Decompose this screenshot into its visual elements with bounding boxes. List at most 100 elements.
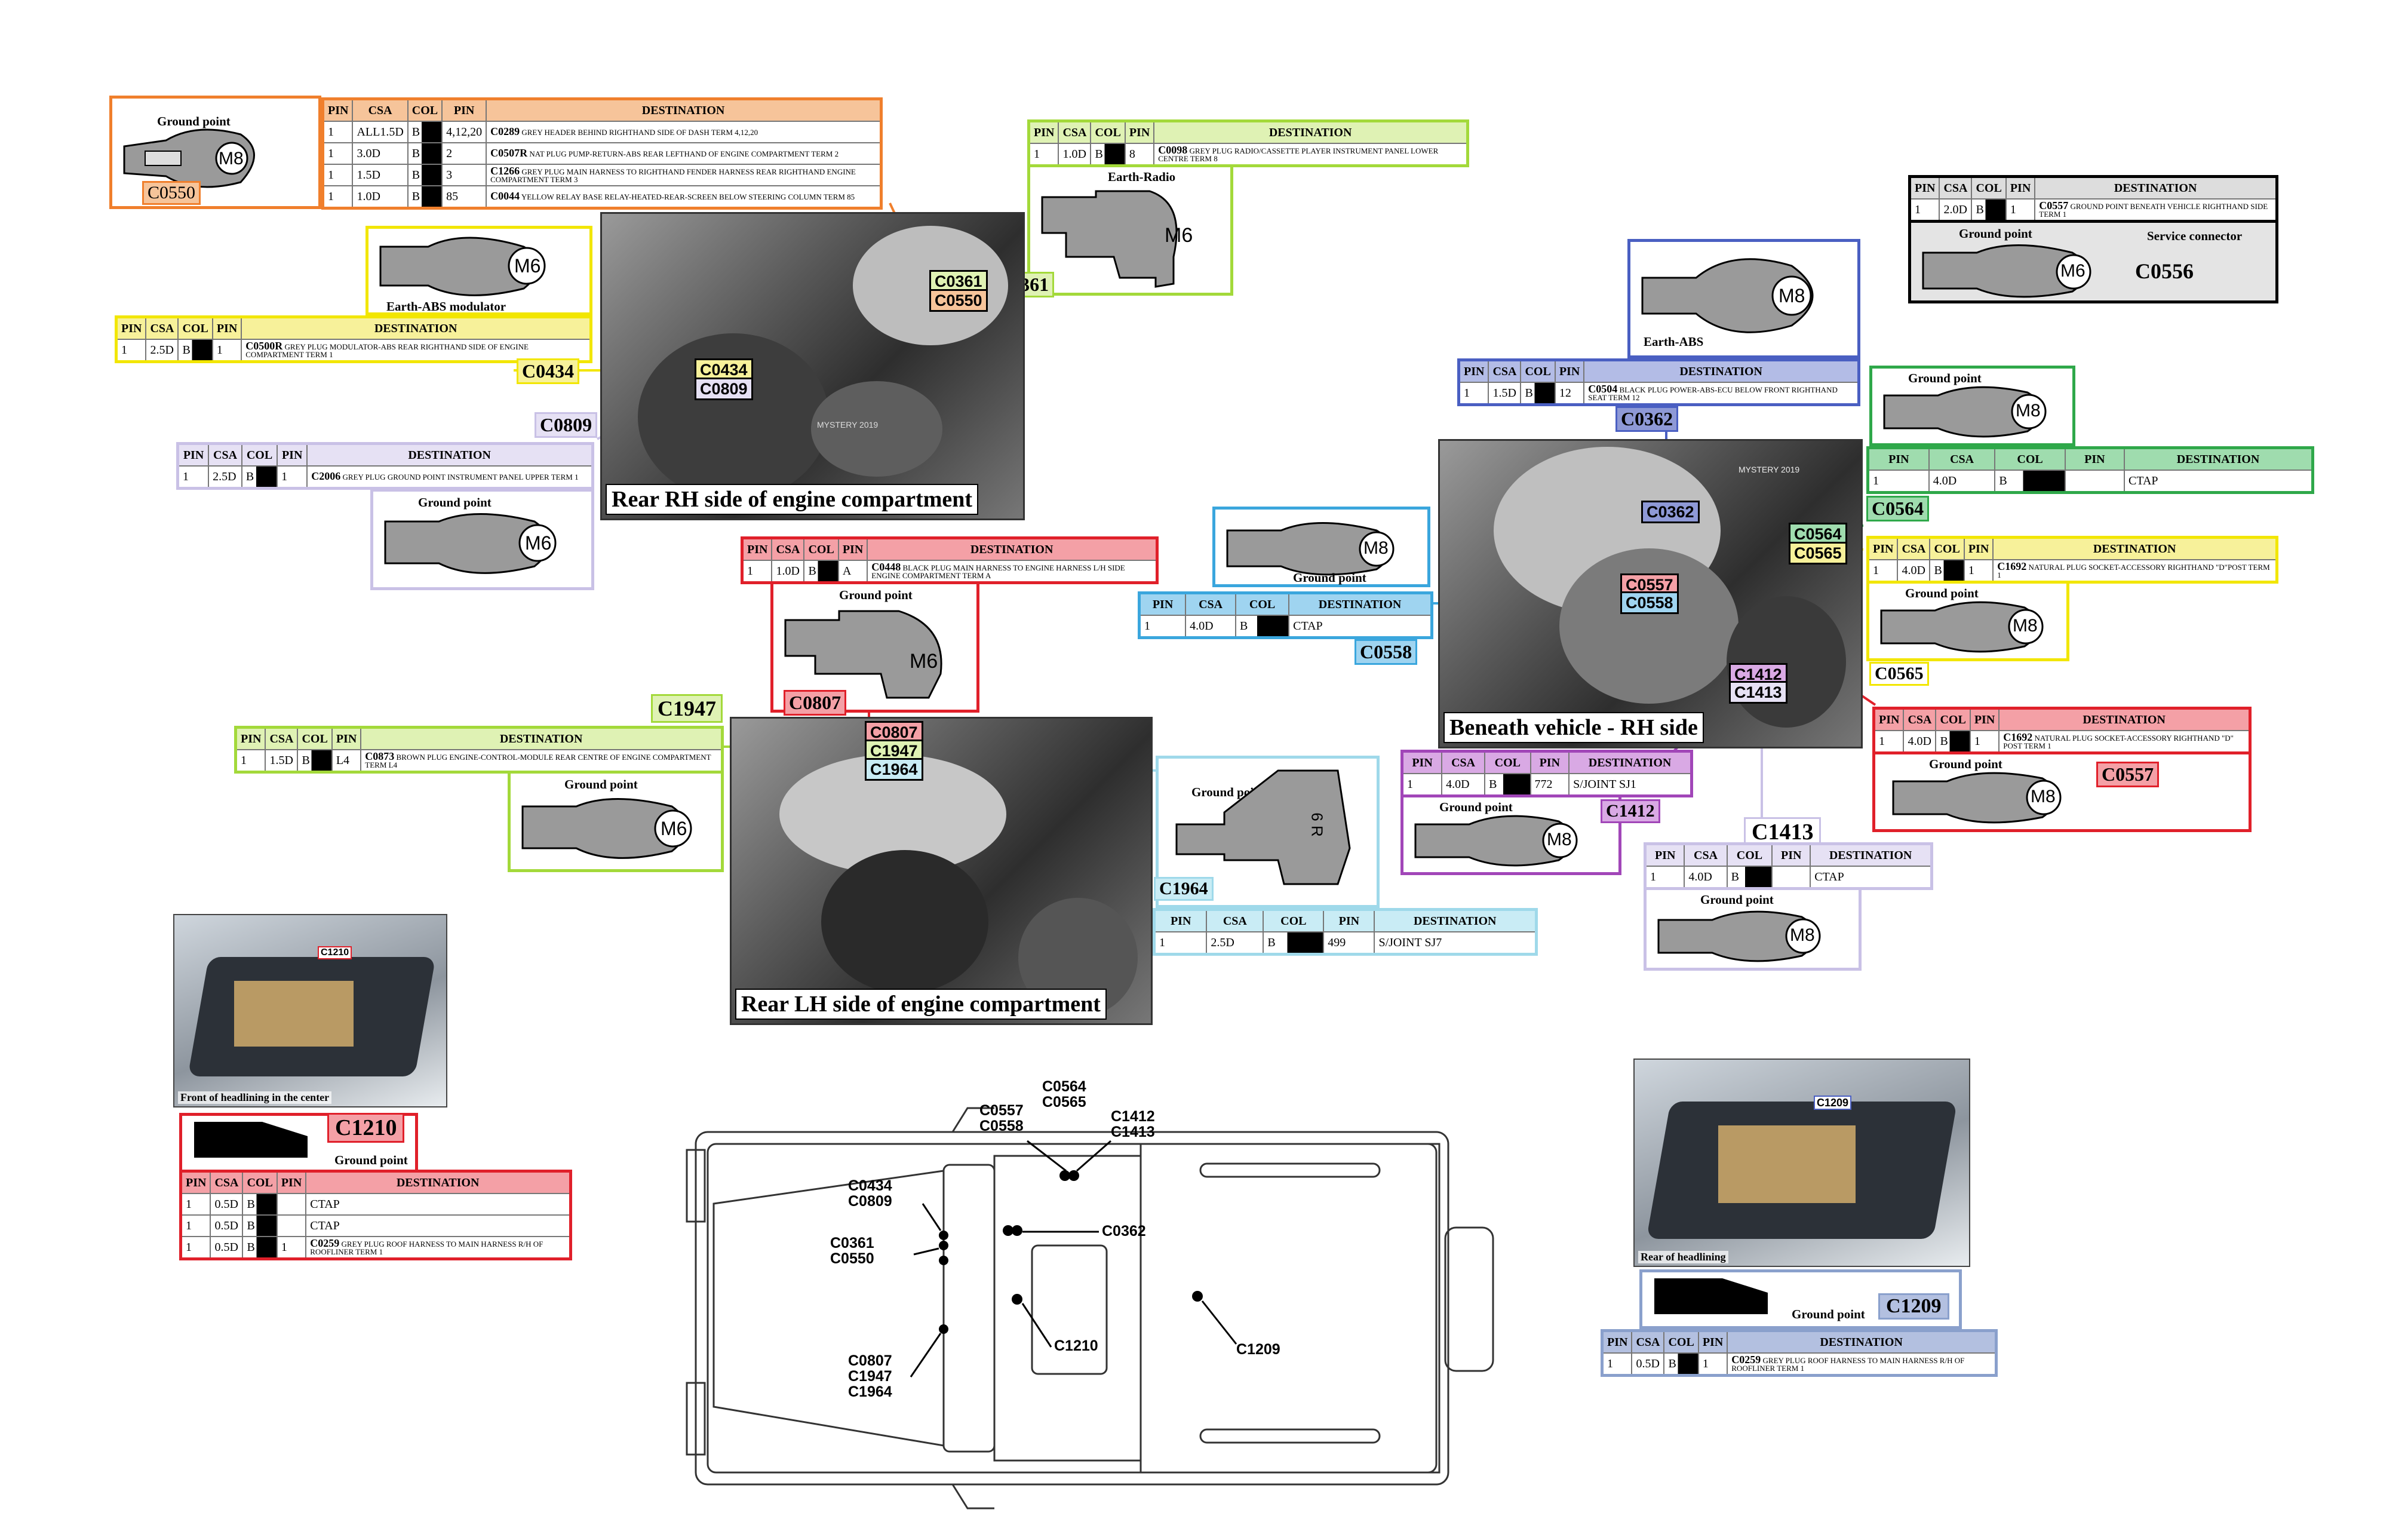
wire-colour-cell: B: [407, 185, 443, 209]
photo-tag-c1947: C1947: [865, 740, 923, 762]
stud-size: M6: [2060, 261, 2086, 281]
photo-tag-c0564: C0564: [1789, 523, 1847, 545]
c1947-ground-panel: Ground point M6: [508, 771, 724, 872]
wire-colour-cell: B: [407, 121, 443, 143]
vehicle-label-c1413: C1413: [1111, 1124, 1155, 1140]
header-pin2: PIN: [441, 98, 487, 122]
stud-size: M8: [2016, 401, 2041, 421]
header-csa: CSA: [352, 98, 408, 122]
c1413-ground-panel: Ground point M8: [1644, 887, 1862, 971]
c0558-ground-panel: M8 Ground point: [1212, 507, 1430, 587]
vehicle-label-c0434: C0434: [848, 1177, 892, 1194]
c0807-label: C0807: [784, 690, 847, 716]
wire-colour-cell: B: [1263, 931, 1325, 955]
c0556-label: C0556: [2135, 259, 2194, 283]
wire-colour-cell: B: [1663, 1352, 1699, 1376]
c0565-ground-panel: Ground point M8: [1866, 581, 2069, 661]
header-col: COL: [407, 98, 443, 122]
wire-colour-cell: B: [1971, 198, 2007, 222]
c0807-caption: Ground point: [839, 588, 913, 602]
c0557-ground-panel: Ground point M8 C0557: [1872, 751, 2252, 832]
photo-tag-c0362: C0362: [1641, 501, 1700, 523]
photo-tag-c0565: C0565: [1789, 542, 1847, 564]
photo-tag-c1413: C1413: [1729, 681, 1787, 704]
vehicle-label-c0362: C0362: [1102, 1223, 1146, 1240]
c0556-caption: Ground point: [1959, 226, 2032, 241]
wire-colour-cell: B: [1484, 773, 1531, 797]
vehicle-label-c1947: C1947: [848, 1368, 892, 1385]
c0362-caption: Earth-ABS: [1644, 335, 1704, 349]
c0565-caption: Ground point: [1905, 586, 1979, 600]
photo-title: Rear RH side of engine compartment: [606, 484, 979, 515]
photo-tag-c0434: C0434: [695, 358, 753, 381]
c0550-caption: Ground point: [157, 114, 231, 128]
header-pin: PIN: [322, 98, 354, 122]
c1947-label: C1947: [651, 694, 723, 723]
stud-size: M6: [661, 818, 687, 839]
vehicle-label-c0809: C0809: [848, 1193, 892, 1210]
c0809-ground-panel: Ground point M6: [370, 489, 594, 590]
vehicle-label-c0807: C0807: [848, 1352, 892, 1369]
photo-tag-c0361: C0361: [929, 270, 988, 293]
ring-terminal-icon: [1922, 244, 2091, 298]
ground-point-icon: [194, 1122, 308, 1158]
ring-terminal-icon: [1414, 815, 1578, 867]
c1210-label: C1210: [327, 1113, 405, 1143]
c0556-service-panel: Ground point Service connector M6 C0556: [1908, 220, 2278, 303]
photo-caption: Front of headlining in the center: [178, 1091, 332, 1104]
c0564-ground-panel: Ground point M8: [1869, 366, 2075, 446]
c1947-caption: Ground point: [564, 777, 638, 791]
vehicle-label-c0564: C0564: [1042, 1078, 1086, 1095]
wire-colour-cell: B: [1929, 559, 1965, 583]
c0434-label: C0434: [517, 358, 580, 384]
stud-size: M6: [910, 650, 938, 673]
c0558-caption: Ground point: [1293, 570, 1366, 585]
ring-terminal-icon: [521, 798, 692, 859]
rear-headlining-photo: C1209 Rear of headlining: [1633, 1059, 1970, 1267]
photo-tag-c1209: C1209: [1814, 1096, 1852, 1110]
photo-tag-c1210: C1210: [318, 946, 352, 959]
stud-size: M6: [1165, 224, 1193, 247]
wire-colour-cell: B: [1726, 866, 1773, 889]
vehicle-label-c1412: C1412: [1111, 1108, 1155, 1125]
wire-colour-cell: B: [1935, 730, 1971, 754]
rear-lh-engine-photo: Rear LH side of engine compartment: [730, 717, 1153, 1025]
c1413-label: C1413: [1744, 817, 1822, 847]
header-destination: DESTINATION: [486, 98, 882, 122]
photo-title: Beneath vehicle - RH side: [1443, 712, 1704, 743]
vehicle-label-c0550: C0550: [830, 1250, 874, 1267]
wire-colour-cell: B: [1994, 470, 2066, 493]
c1964-label: C1964: [1154, 877, 1214, 901]
c0362-earth-panel: M8 Earth-ABS: [1627, 239, 1860, 358]
ring-terminal-icon: [1226, 522, 1395, 576]
c0550-label: C0550: [142, 181, 201, 205]
watermark: MYSTERY 2019: [1739, 465, 1800, 474]
wire-colour-cell: B: [407, 164, 443, 186]
c0550-ground-point-panel: Ground point M8 C0550: [109, 96, 321, 209]
wire-colour-cell: B: [1520, 382, 1556, 406]
watermark: MYSTERY 2019: [817, 420, 879, 429]
c0558-label: C0558: [1354, 639, 1418, 665]
photo-tag-c0809: C0809: [695, 378, 753, 400]
c0565-label: C0565: [1869, 662, 1929, 686]
stud-size: M8: [1779, 285, 1805, 306]
stud-size: M8: [1790, 925, 1815, 945]
wire-colour-cell: B: [242, 1236, 278, 1260]
stud-size: M8: [1363, 538, 1389, 558]
c0361-earth-panel: Earth-Radio M6: [1027, 164, 1233, 296]
wire-colour-cell: B: [242, 1214, 278, 1237]
stud-size: M8: [1547, 830, 1572, 849]
